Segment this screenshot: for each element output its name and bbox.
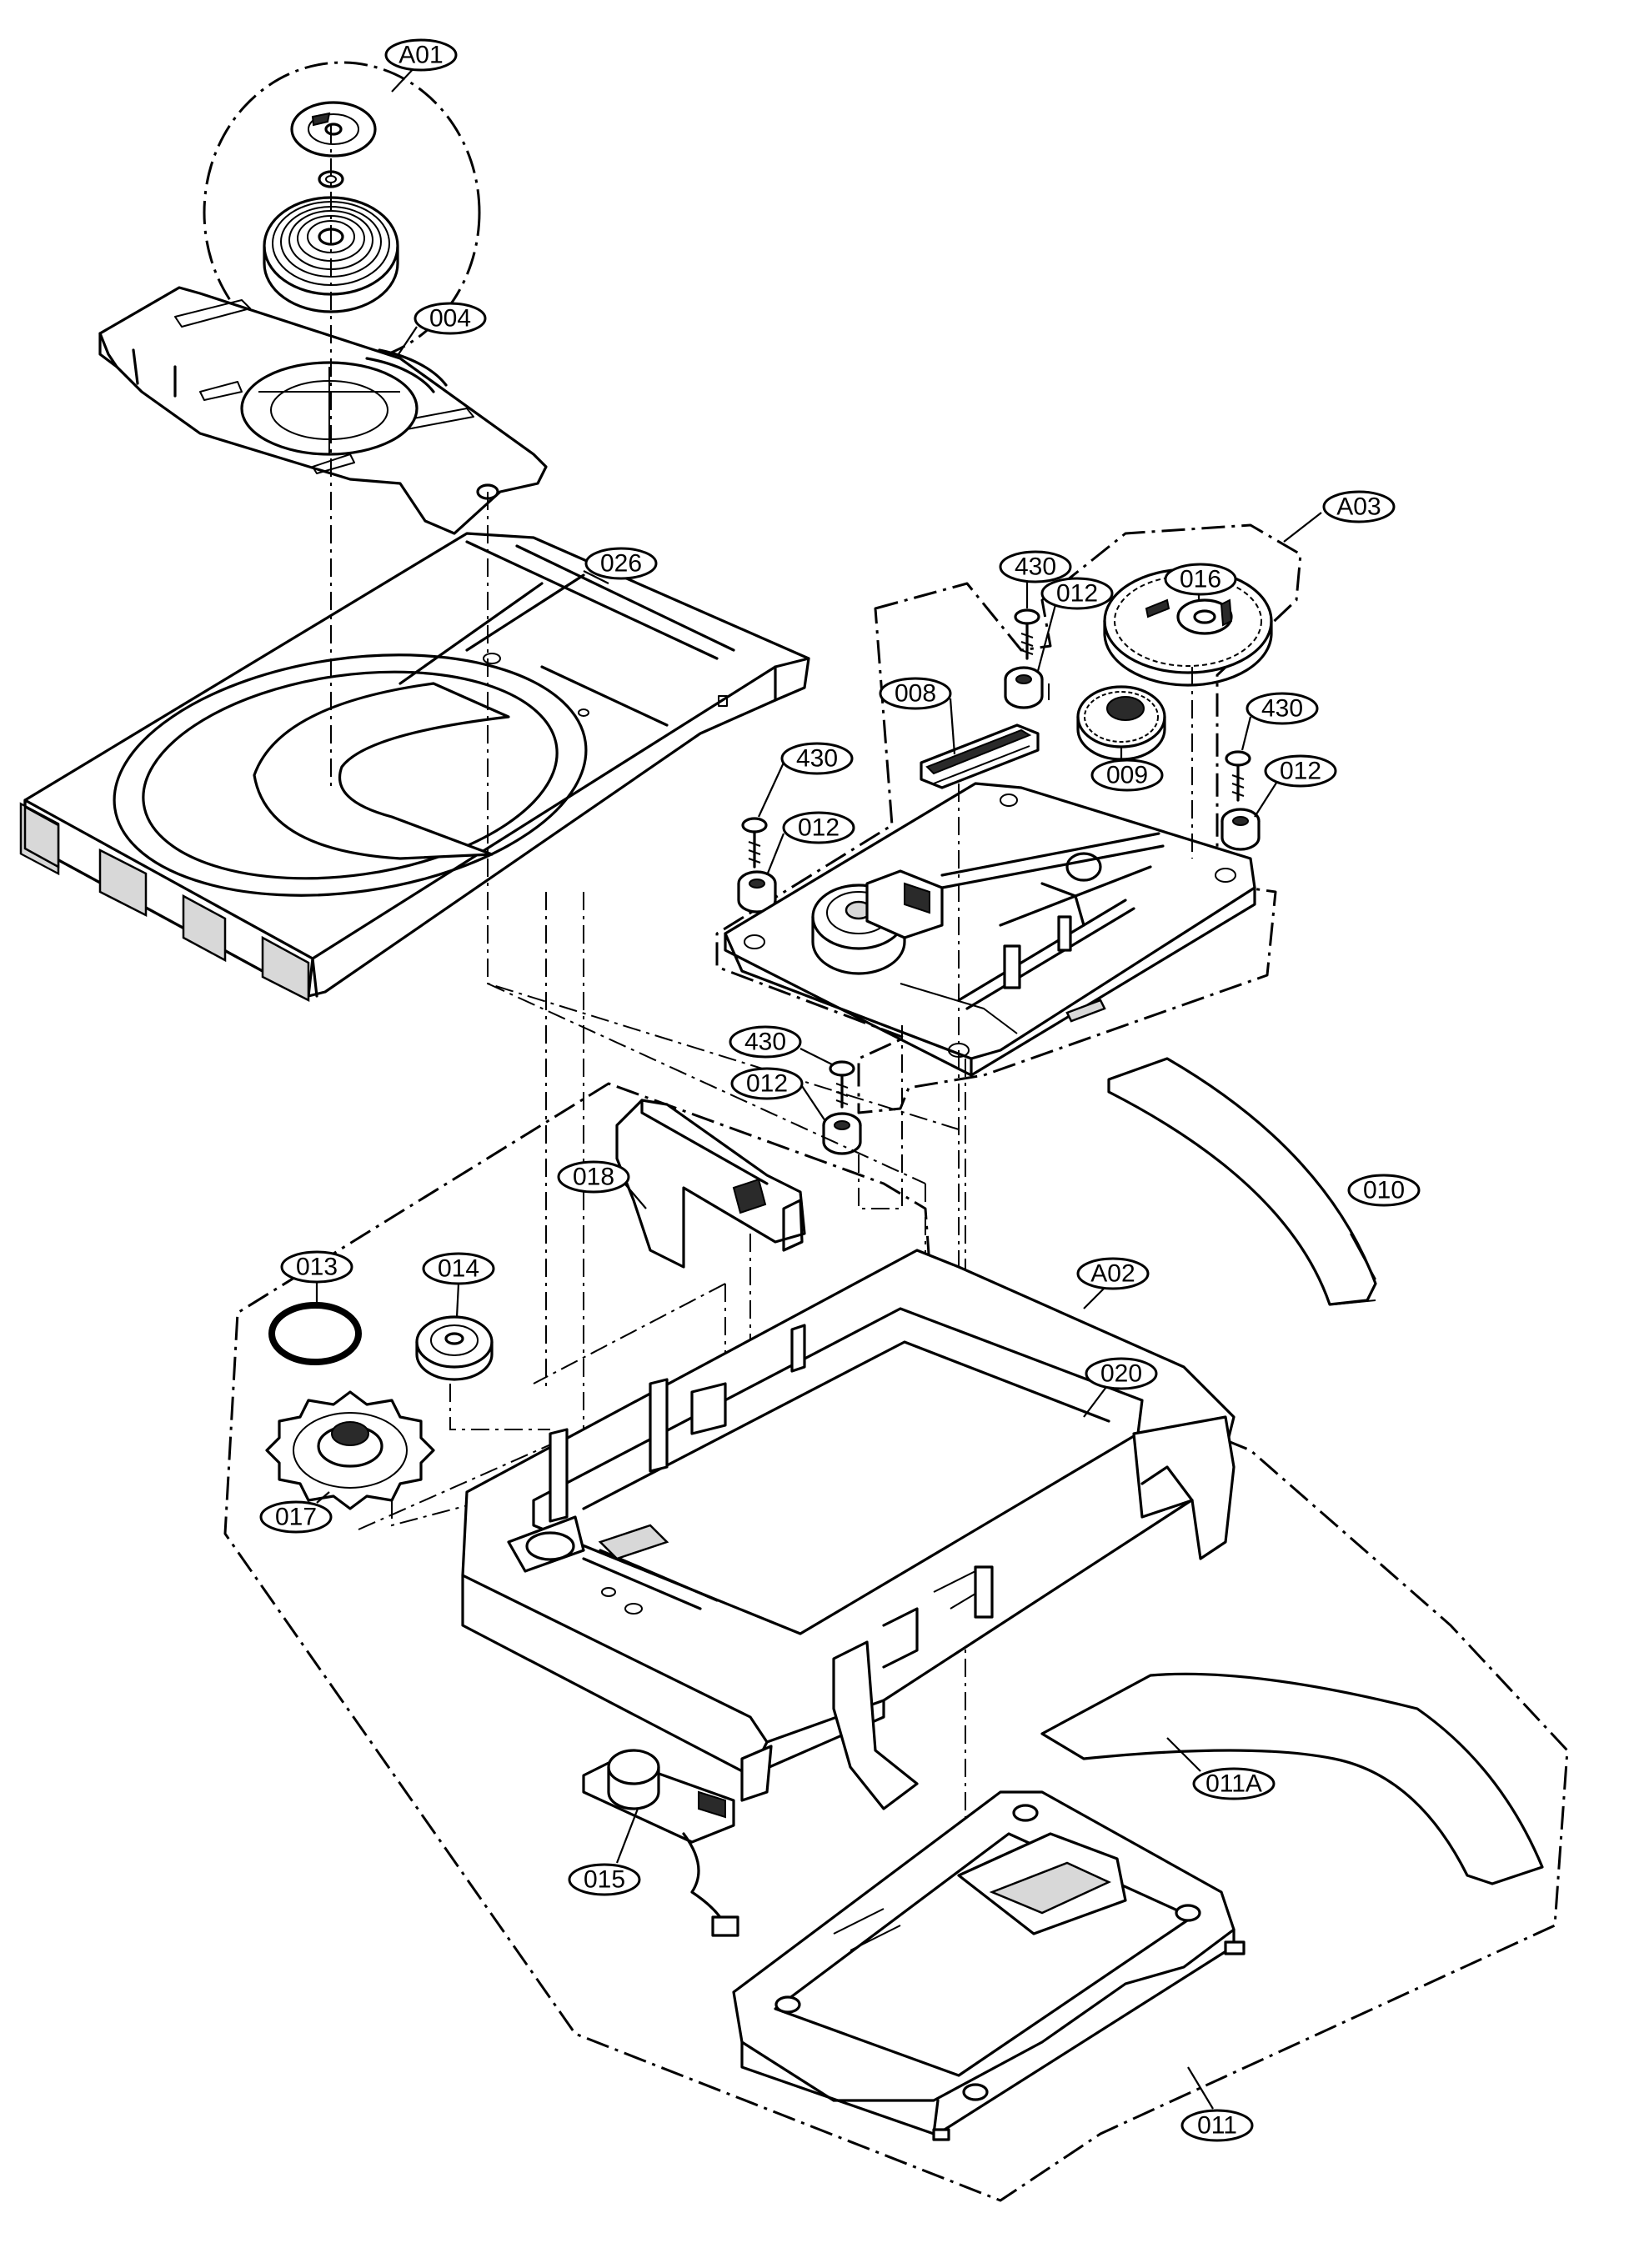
svg-text:011: 011 [1197, 2112, 1237, 2140]
mechanism-unit-boundary [715, 523, 1302, 1114]
disc-tray-026 [19, 532, 810, 1003]
clamp-plate-004 [98, 286, 548, 535]
leader-lines [315, 64, 1376, 2110]
svg-text:008: 008 [895, 680, 936, 708]
callout-014: 014 [422, 1252, 495, 1285]
flat-cable-010 [1107, 1057, 1377, 1306]
callout-015: 015 [568, 1863, 641, 1896]
callout-012-b: 012 [1264, 754, 1337, 788]
callout-012-c: 012 [782, 811, 855, 844]
svg-text:430: 430 [744, 1029, 786, 1056]
traverse-mechanism [724, 782, 1256, 1077]
svg-text:015: 015 [584, 1866, 625, 1894]
svg-text:004: 004 [429, 305, 471, 333]
svg-text:020: 020 [1100, 1360, 1142, 1388]
callout-430-b: 430 [1246, 692, 1319, 725]
callout-a01: A01 [384, 38, 458, 72]
callout-017: 017 [259, 1500, 333, 1534]
loading-base-020 [461, 1249, 1236, 1810]
callout-020: 020 [1085, 1357, 1158, 1390]
motor-board-015 [582, 1749, 739, 1937]
callout-004: 004 [414, 302, 487, 335]
svg-text:026: 026 [600, 550, 642, 578]
callout-016: 016 [1164, 563, 1237, 596]
callout-012-d: 012 [730, 1067, 804, 1100]
callout-a03: A03 [1322, 490, 1396, 523]
callout-009: 009 [1090, 759, 1164, 792]
svg-text:018: 018 [573, 1164, 614, 1191]
svg-text:014: 014 [438, 1255, 479, 1283]
callout-011a: 011A [1192, 1767, 1276, 1800]
svg-text:016: 016 [1180, 566, 1221, 593]
callout-430-c: 430 [780, 742, 854, 775]
callout-012-a: 012 [1040, 577, 1114, 610]
loading-base-boundary [223, 1082, 1569, 2202]
callout-a02: A02 [1076, 1257, 1150, 1290]
svg-text:011A: 011A [1205, 1770, 1262, 1798]
svg-text:017: 017 [275, 1504, 317, 1531]
callout-026: 026 [584, 547, 658, 580]
screws-and-bushings [737, 608, 1261, 1155]
large-gear-016 [1103, 568, 1273, 687]
svg-text:013: 013 [296, 1254, 338, 1281]
svg-text:010: 010 [1363, 1177, 1405, 1204]
svg-text:430: 430 [1261, 695, 1303, 723]
svg-text:A03: A03 [1336, 493, 1381, 521]
pulley-014 [415, 1315, 494, 1381]
callout-013: 013 [280, 1250, 353, 1284]
svg-text:012: 012 [1056, 580, 1098, 608]
callout-430-d: 430 [729, 1025, 802, 1059]
svg-text:012: 012 [1280, 758, 1321, 785]
svg-text:430: 430 [1015, 553, 1056, 581]
gear-017 [265, 1390, 435, 1510]
svg-text:430: 430 [796, 745, 838, 773]
svg-text:009: 009 [1106, 762, 1148, 789]
callout-010: 010 [1347, 1174, 1421, 1207]
belt-013 [268, 1302, 362, 1365]
bottom-frame-011 [732, 1790, 1246, 2141]
callout-430-a: 430 [999, 550, 1072, 583]
svg-text:A01: A01 [398, 42, 443, 69]
callout-018: 018 [557, 1160, 630, 1194]
callout-008: 008 [879, 677, 952, 710]
rack-008 [920, 723, 1040, 789]
svg-text:012: 012 [798, 814, 840, 842]
callout-011: 011 [1180, 2109, 1254, 2142]
lever-018 [615, 1099, 806, 1269]
svg-text:012: 012 [746, 1070, 788, 1098]
svg-text:A02: A02 [1090, 1260, 1135, 1288]
